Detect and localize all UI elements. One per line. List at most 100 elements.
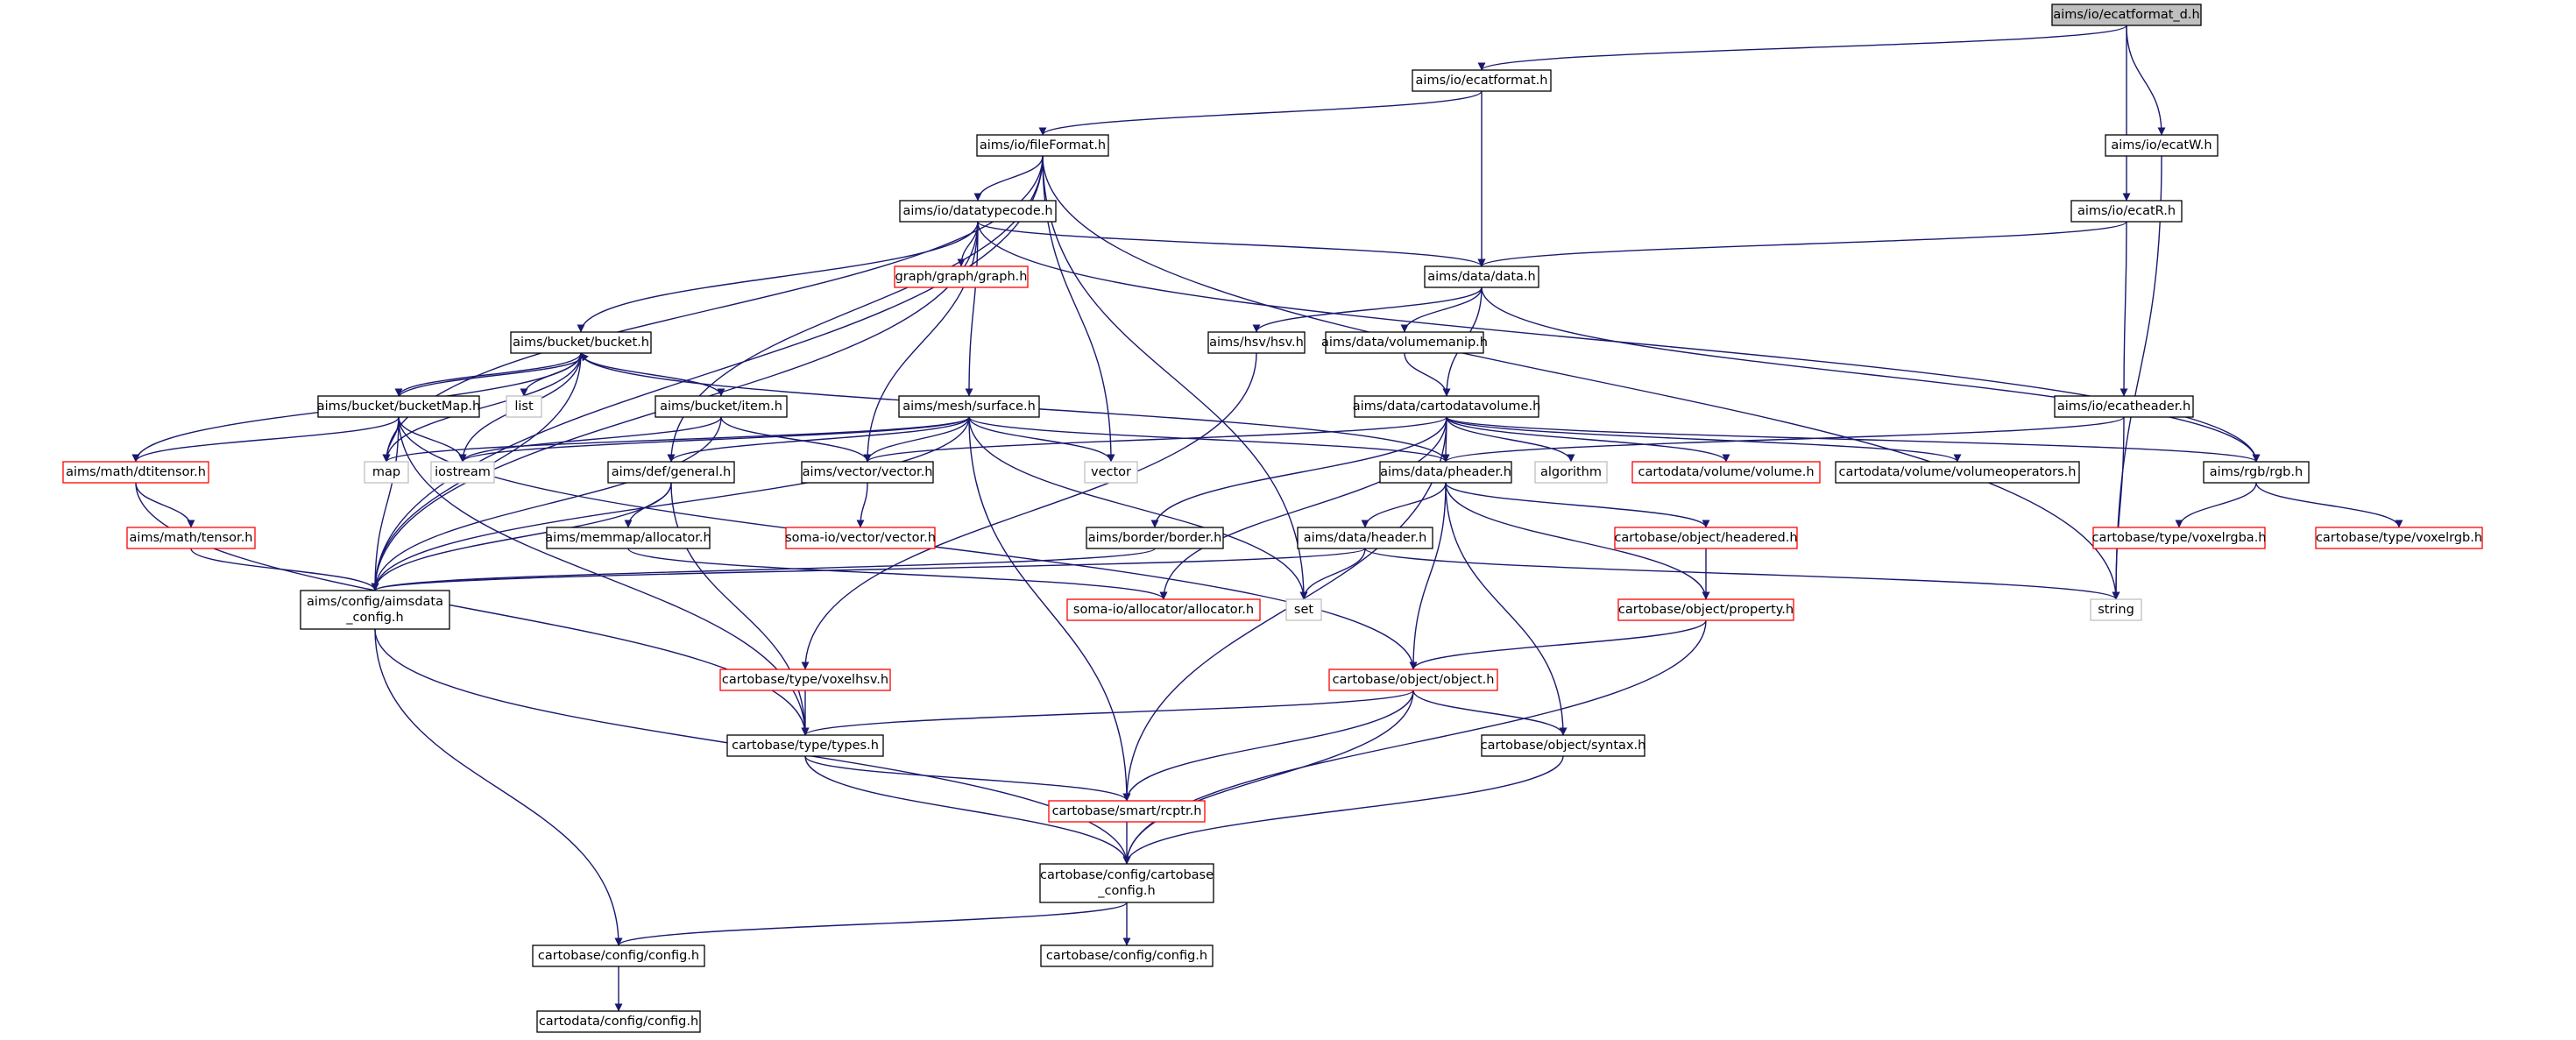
edge-path (968, 416, 1308, 600)
node-voxelrgba[interactable]: cartobase/type/voxelrgba.h (2092, 527, 2267, 549)
dependency-edge-property-to-object (1409, 619, 1707, 670)
edge-path (371, 548, 1156, 591)
node-box (2105, 134, 2219, 157)
edge-path (1445, 482, 1710, 528)
node-ecatR[interactable]: aims/io/ecatR.h (2070, 200, 2183, 223)
node-label: graph/graph/graph.h (895, 270, 1028, 284)
node-bucket[interactable]: aims/bucket/bucket.h (510, 331, 652, 354)
edge-path (458, 416, 722, 463)
edge-path (135, 482, 195, 528)
edge-path (131, 416, 400, 463)
node-vector: vector (1084, 461, 1138, 484)
node-label: cartobase/config/config.h (1046, 949, 1207, 963)
node-datatypecode[interactable]: aims/io/datatypecode.h (899, 200, 1057, 223)
node-dtitensor[interactable]: aims/math/dtitensor.h (62, 461, 209, 484)
edge-path (1122, 690, 1414, 865)
node-somaallocator[interactable]: soma-io/allocator/allocator.h (1066, 598, 1261, 621)
edge-path (968, 416, 1115, 463)
edge-path (1412, 690, 1568, 736)
node-bucketMap[interactable]: aims/bucket/bucketMap.h (317, 395, 480, 418)
node-label: cartobase/smart/rcptr.h (1052, 804, 1202, 818)
node-voxelrgb[interactable]: cartobase/type/voxelrgb.h (2315, 527, 2483, 549)
node-box (1040, 944, 1214, 967)
edge-path (1364, 548, 2120, 600)
node-object[interactable]: cartobase/object/object.h (1328, 669, 1498, 691)
edge-path (968, 416, 1450, 463)
node-somavector[interactable]: soma-io/vector/vector.h (785, 527, 936, 549)
node-syntax[interactable]: cartobase/object/syntax.h (1481, 734, 1646, 757)
node-label: cartobase/type/voxelrgb.h (2316, 531, 2482, 545)
node-general[interactable]: aims/def/general.h (607, 461, 735, 484)
node-label: aims/io/fileFormat.h (980, 138, 1106, 152)
dependency-edge-fileFormat-to-aimsdata_config (371, 155, 1044, 591)
dependency-edge-tensor-to-aimsdata_config (190, 548, 379, 591)
node-surface[interactable]: aims/mesh/surface.h (898, 395, 1040, 418)
node-rcptr[interactable]: cartobase/smart/rcptr.h (1048, 800, 1206, 823)
dependency-edge-pheader-to-syntax (1445, 482, 1568, 736)
dependency-edge-aimsdata_config-to-config1 (374, 628, 623, 946)
node-ecatW[interactable]: aims/io/ecatW.h (2105, 134, 2219, 157)
node-tensor[interactable]: aims/math/tensor.h (126, 527, 256, 549)
node-header[interactable]: aims/data/header.h (1297, 527, 1433, 549)
node-box (510, 331, 652, 354)
node-label: aims/memmap/allocator.h (545, 531, 711, 545)
edge-path (580, 352, 725, 397)
edge-path (720, 416, 872, 463)
node-vectorh[interactable]: aims/vector/vector.h (801, 461, 934, 484)
node-headered[interactable]: cartobase/object/headered.h (1614, 527, 1798, 549)
node-cartodataconfig[interactable]: cartodata/config/config.h (536, 1010, 701, 1033)
node-item[interactable]: aims/bucket/item.h (655, 395, 788, 418)
node-ecatformat[interactable]: aims/io/ecatformat.h (1412, 69, 1552, 92)
node-label: aims/math/tensor.h (130, 531, 253, 545)
node-config2[interactable]: cartobase/config/config.h (1040, 944, 1214, 967)
node-allocatorh[interactable]: aims/memmap/allocator.h (545, 527, 711, 549)
edge-path (1446, 416, 1962, 463)
node-map: map (364, 461, 409, 484)
node-ecatheader[interactable]: aims/io/ecatheader.h (2054, 395, 2194, 418)
node-iostream: iostream (430, 461, 495, 484)
node-label: string (2098, 603, 2134, 617)
node-fileFormat[interactable]: aims/io/fileFormat.h (976, 134, 1109, 157)
dependency-edge-fileFormat-to-string (1042, 155, 2120, 600)
node-volumemanip[interactable]: aims/data/volumemanip.h (1321, 331, 1488, 354)
dependency-edge-ecatR-to-data (1477, 221, 2127, 267)
dependency-edge-surface-to-vector (968, 416, 1115, 463)
dependency-edge-bucket-to-bucketMap (394, 352, 582, 397)
node-data[interactable]: aims/data/data.h (1424, 265, 1539, 288)
node-box (62, 461, 209, 484)
node-label: cartobase/object/syntax.h (1481, 739, 1646, 753)
node-box (1412, 69, 1552, 92)
node-voxelhsv[interactable]: cartobase/type/voxelhsv.h (719, 669, 891, 691)
node-ecatformat_d[interactable]: aims/io/ecatformat_d.h (2051, 4, 2202, 26)
node-label: aims/io/datatypecode.h (902, 204, 1052, 218)
edge-path (1445, 482, 1568, 736)
node-graph[interactable]: graph/graph/graph.h (894, 265, 1029, 288)
node-cartodatavolume[interactable]: aims/data/cartodatavolume.h (1353, 395, 1541, 418)
node-hsv[interactable]: aims/hsv/hsv.h (1207, 331, 1306, 354)
node-cartobase_config[interactable]: cartobase/config/cartobase_config.h (1039, 863, 1214, 903)
node-volumeh[interactable]: cartodata/volume/volume.h (1631, 461, 1821, 484)
node-label: aims/config/aimsdata (307, 595, 443, 609)
node-box (655, 395, 788, 418)
node-border[interactable]: aims/border/border.h (1086, 527, 1224, 549)
dependency-edge-data-to-hsv (1252, 287, 1483, 333)
node-box (785, 527, 936, 549)
dependency-edge-ecatformat_d-to-ecatW (2126, 25, 2166, 136)
dependency-edge-surface-to-general (667, 416, 970, 463)
node-box (899, 200, 1057, 223)
node-box (1039, 863, 1214, 903)
edge-path (2112, 416, 2125, 600)
node-label: list (514, 400, 534, 414)
node-config1[interactable]: cartobase/config/config.h (532, 944, 705, 967)
dependency-edge-types-to-rcptr (804, 755, 1131, 802)
node-rgb[interactable]: aims/rgb/rgb.h (2203, 461, 2310, 484)
dependency-edge-fileFormat-to-datatypecode (973, 155, 1044, 202)
node-types[interactable]: cartobase/type/types.h (726, 734, 884, 757)
node-property[interactable]: cartobase/object/property.h (1617, 598, 1794, 621)
node-label: aims/data/data.h (1427, 270, 1535, 284)
dependency-edge-bucket-to-item (580, 352, 725, 397)
node-volumeoperators[interactable]: cartodata/volume/volumeoperators.h (1835, 461, 2080, 484)
node-pheader[interactable]: aims/data/pheader.h (1379, 461, 1512, 484)
node-aimsdata_config[interactable]: aims/config/aimsdata_config.h (300, 590, 450, 630)
node-label: cartobase/type/voxelhsv.h (722, 673, 888, 687)
